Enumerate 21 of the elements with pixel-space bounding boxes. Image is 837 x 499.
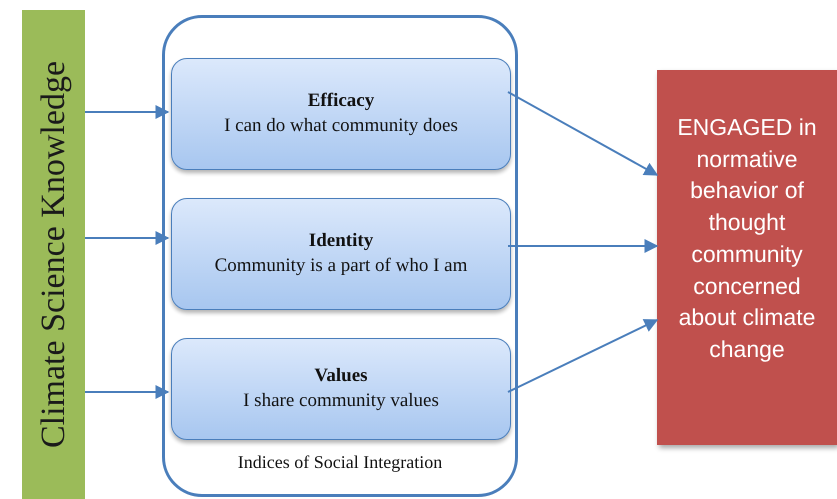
group-container <box>162 15 518 497</box>
box-heading: Efficacy <box>308 89 374 114</box>
knowledge-bar <box>22 10 85 499</box>
box-heading: Identity <box>308 229 374 254</box>
index-box <box>171 198 511 310</box>
outcome-box <box>657 70 837 445</box>
arrow <box>85 231 170 245</box>
arrow <box>508 319 658 393</box>
box-text: I can do what community does <box>224 114 458 138</box>
outcome-text: ENGAGED in normative behavior of thought community concerned about climate change <box>676 113 818 364</box>
arrow <box>508 91 658 176</box>
index-box <box>171 338 511 440</box>
bar-label: Climate Science Knowledge <box>34 60 73 448</box>
box-text: Community is a part of who I am <box>214 254 468 278</box>
arrow <box>85 105 170 119</box>
index-box <box>171 58 511 170</box>
arrow <box>508 239 658 253</box>
arrow <box>85 385 170 399</box>
group-label: Indices of Social Integration <box>236 451 444 474</box>
box-heading: Values <box>314 364 368 388</box>
box-text: I share community values <box>243 389 439 413</box>
